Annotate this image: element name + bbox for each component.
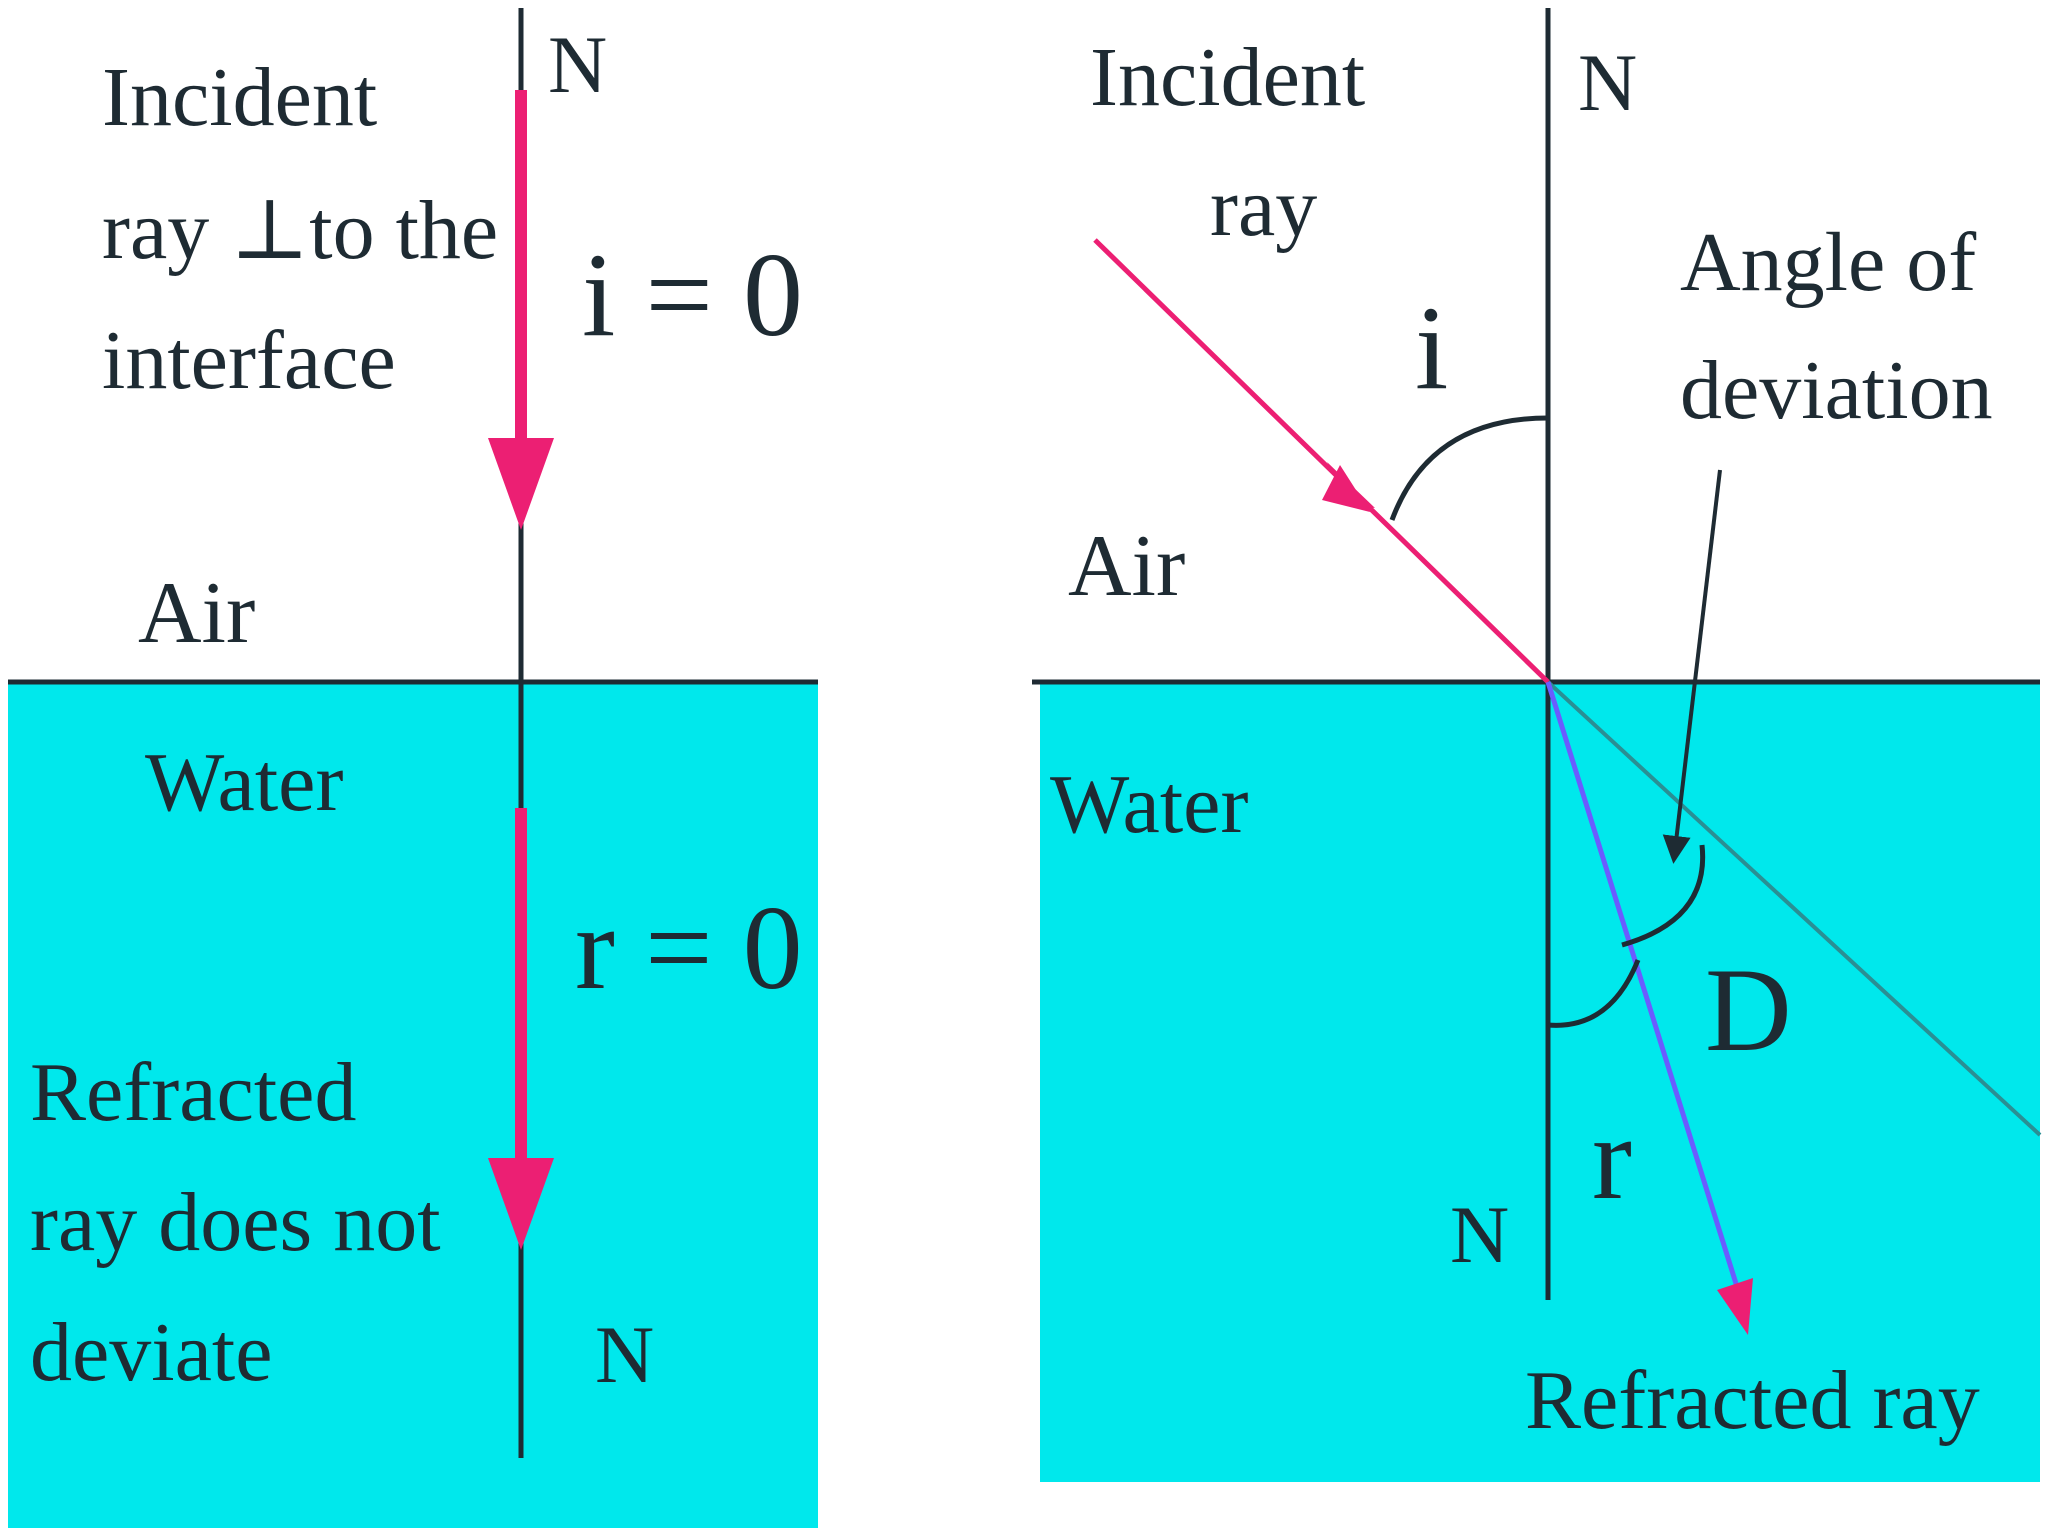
left-angle-i-label: i = 0 xyxy=(582,228,803,361)
right-refracted-ray xyxy=(1545,681,1741,1291)
right-deviation-label-line1: Angle of xyxy=(1680,216,1976,309)
left-incident-label-line1: Incident xyxy=(102,51,377,144)
left-incident-arrowhead xyxy=(488,438,554,530)
left-normal-label-top: N xyxy=(548,19,607,110)
left-water-region xyxy=(8,682,818,1528)
left-refracted-label: Refracted ray does not deviate xyxy=(30,1046,462,1399)
right-angle-r-arc xyxy=(1547,959,1641,1028)
left-refracted-label-line3: deviate xyxy=(30,1306,273,1399)
right-undeviated-path xyxy=(1546,680,2042,1137)
right-angle-i-arc xyxy=(1389,415,1549,521)
left-incident-label-line2: ray ⊥to the xyxy=(102,184,498,277)
right-angle-r-label: r xyxy=(1592,1091,1632,1224)
left-angle-r-label: r = 0 xyxy=(575,881,803,1014)
right-panel: N N Incident ray i Angle of deviation Ai… xyxy=(1032,8,2042,1482)
left-panel: N N Incident ray ⊥to the interface i = 0… xyxy=(8,8,818,1528)
left-incident-label: Incident ray ⊥to the interface xyxy=(102,51,519,407)
right-normal-label-bottom: N xyxy=(1450,1189,1509,1280)
right-deviation-pointer xyxy=(1662,469,1722,864)
right-water-region xyxy=(1040,682,2040,1482)
right-incident-label-line1: Incident xyxy=(1090,31,1365,124)
right-normal-label-top: N xyxy=(1578,37,1637,128)
left-incident-label-line3: interface xyxy=(102,314,396,407)
right-deviation-label: Angle of deviation xyxy=(1680,216,1997,437)
right-incident-ray xyxy=(1093,238,1550,684)
right-water-label: Water xyxy=(1050,758,1248,851)
left-refracted-label-line2: ray does not xyxy=(30,1176,441,1269)
left-refracted-arrowhead xyxy=(488,1158,554,1250)
right-angle-d-arc xyxy=(1621,844,1706,948)
left-refracted-label-line1: Refracted xyxy=(30,1046,356,1139)
right-refracted-label: Refracted ray xyxy=(1525,1354,1980,1447)
right-deviation-label-line2: deviation xyxy=(1680,344,1993,437)
right-incident-label-line2: ray xyxy=(1210,161,1317,254)
right-angle-i-label: i xyxy=(1415,281,1448,414)
right-incident-label: Incident ray xyxy=(1090,31,1386,254)
right-incident-arrowhead-fill xyxy=(1322,465,1370,512)
left-normal-label-bottom: N xyxy=(595,1309,654,1400)
right-air-label: Air xyxy=(1068,518,1185,615)
right-refracted-arrowhead xyxy=(1717,1278,1753,1335)
left-water-label: Water xyxy=(145,736,343,829)
right-angle-d-label: D xyxy=(1705,943,1792,1076)
left-air-label: Air xyxy=(138,565,255,662)
